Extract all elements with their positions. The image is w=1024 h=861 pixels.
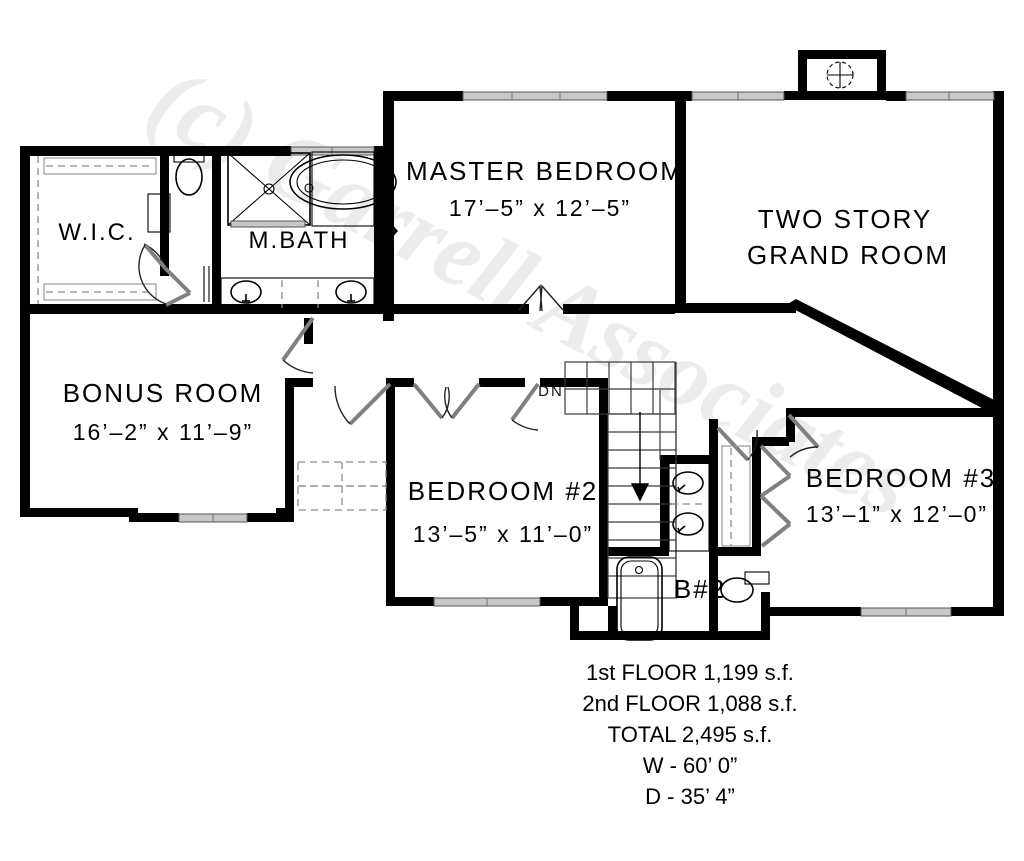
round-vent: [826, 61, 854, 89]
room-label-wic: W.I.C.: [58, 219, 135, 246]
room-label-grand-line2: GRAND ROOM: [747, 240, 949, 270]
hall-closet-shelving: [297, 461, 387, 511]
master-vanity: [220, 277, 375, 309]
master-double-door: [518, 284, 564, 312]
bath2-tub: [616, 556, 663, 641]
room-label-master: MASTER BEDROOM: [406, 156, 684, 186]
room-labels: W.I.C. M.BATH MASTER BEDROOM 17’–5” x 12…: [58, 156, 997, 604]
bedroom2-entry-door: [510, 382, 540, 431]
room-dim-bonus: 16’–2” x 11’–9”: [73, 419, 253, 445]
wic-door: [138, 243, 192, 307]
area-line-4: W - 60’ 0”: [643, 753, 738, 778]
bedroom2-closet-door: [412, 382, 481, 420]
bath2-vanity: [668, 458, 710, 552]
garden-tub: [289, 151, 397, 227]
room-dim-master: 17’–5” x 12’–5”: [449, 195, 631, 221]
bath2-toilet: [720, 571, 770, 603]
area-line-5: D - 35’ 4”: [645, 784, 735, 809]
room-dim-bedroom3: 13’–1” x 12’–0”: [806, 501, 988, 527]
bath2-door: [716, 426, 758, 462]
area-line-2: 2nd FLOOR 1,088 s.f.: [582, 691, 797, 716]
window: [462, 91, 608, 101]
closet-door-bonus: [334, 382, 392, 426]
room-label-bath2: B#2: [674, 574, 726, 604]
room-label-bedroom2: BEDROOM #2: [408, 476, 599, 506]
area-summary: 1st FLOOR 1,199 s.f. 2nd FLOOR 1,088 s.f…: [582, 660, 797, 809]
room-dim-bedroom2: 13’–5” x 11’–0”: [413, 521, 593, 547]
staircase: DN: [538, 361, 677, 599]
bedroom3-entry-door: [787, 413, 820, 458]
shower: [227, 152, 311, 228]
window: [905, 91, 995, 101]
room-label-mbath: M.BATH: [249, 227, 350, 254]
hall-pocket-door: [203, 266, 215, 302]
windows: [178, 91, 995, 617]
bedroom3-closet: [721, 444, 792, 548]
wic-shelving: [37, 156, 171, 304]
walls: [20, 50, 1004, 640]
toilet-master: [173, 151, 205, 196]
room-label-bedroom3: BEDROOM #3: [806, 463, 997, 493]
room-label-bonus: BONUS ROOM: [63, 378, 264, 408]
area-line-1: 1st FLOOR 1,199 s.f.: [586, 660, 794, 685]
stair-direction-label: DN: [538, 383, 564, 400]
bonus-hall-door: [281, 316, 315, 374]
area-line-3: TOTAL 2,495 s.f.: [608, 722, 773, 747]
room-label-grand-line1: TWO STORY: [758, 204, 933, 234]
